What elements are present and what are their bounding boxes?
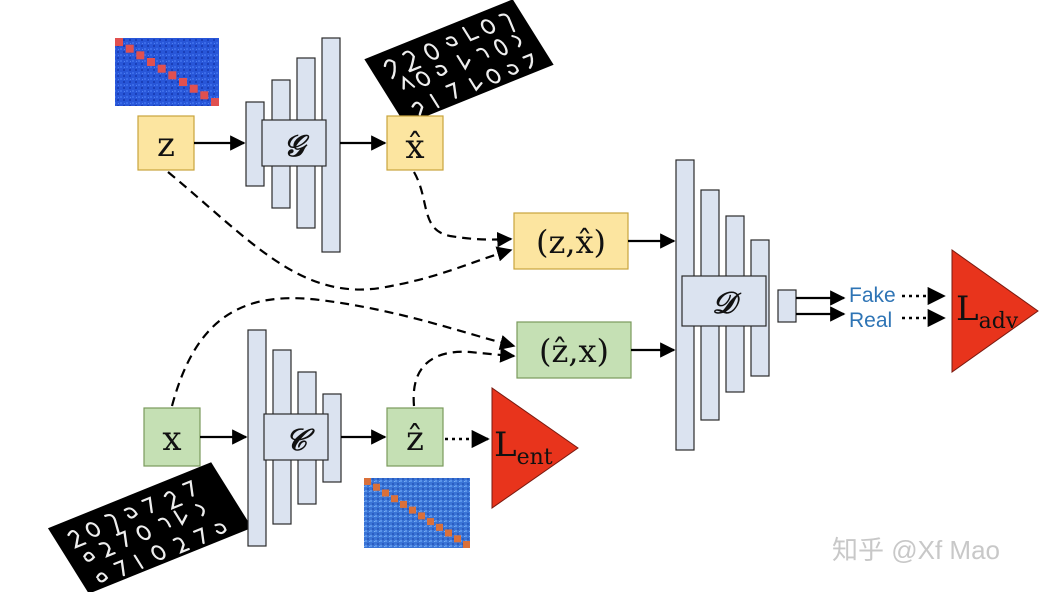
latent-stripe-cell	[115, 38, 123, 46]
generator-network	[245, 37, 341, 253]
latent-stripe-cell	[382, 489, 389, 497]
loss-ent-sub: ent	[517, 445, 553, 470]
node-xhat-box	[386, 115, 444, 171]
output-fake-label: Fake	[849, 284, 896, 307]
pair-zhat-x-label: (ẑ,x)	[539, 332, 609, 370]
latent-stripe-cell	[168, 71, 177, 80]
node-z-box	[137, 115, 195, 171]
node-xhat-label: x̂	[405, 127, 424, 167]
watermark: 知乎 @Xf Mao	[832, 535, 1000, 565]
latent-stripe-cell	[179, 78, 187, 86]
latent-stripe-cell	[445, 529, 452, 537]
node-zhat-box	[386, 407, 444, 467]
latent-stripe-cell	[200, 91, 209, 100]
latent-stripe-cell	[391, 495, 398, 503]
dashed-arrows	[167, 171, 516, 407]
latent-stripe-cell	[427, 518, 434, 526]
latent-stripe-cell	[147, 58, 155, 66]
latent-image-top	[115, 38, 219, 106]
loss-ent-label: Lent	[494, 425, 553, 470]
loss-adv-sub: adv	[979, 309, 1019, 334]
latent-stripe-cell	[400, 500, 407, 508]
loss-ent-triangle	[491, 387, 579, 509]
node-x-box	[143, 407, 201, 467]
latent-stripe-cell	[157, 64, 166, 73]
solid-arrows	[194, 135, 846, 445]
node-x-label: x	[162, 419, 181, 459]
discriminator-network	[675, 159, 797, 451]
loss-adv-triangle	[951, 249, 1039, 373]
pair-z-xhat-label: (z,x̂)	[536, 223, 606, 261]
latent-stripe-cell	[125, 44, 134, 53]
output-real-label: Real	[849, 309, 892, 332]
loss-adv-main: L	[956, 289, 979, 329]
loss-ent-main: L	[494, 425, 517, 465]
pair-zhat-x-box	[516, 321, 632, 379]
latent-stripe-cell	[189, 84, 198, 93]
latent-stripe-cell	[373, 483, 380, 491]
latent-stripe-cell	[136, 51, 145, 60]
latent-stripe-cell	[454, 535, 461, 543]
latent-stripe-cell	[211, 98, 219, 106]
node-z-label: z	[157, 125, 175, 165]
latent-image-bottom	[364, 478, 470, 548]
pair-z-xhat-box	[513, 212, 629, 270]
classifier-network	[247, 329, 342, 547]
dotted-arrows	[445, 286, 946, 449]
latent-stripe-cell	[436, 523, 443, 531]
latent-stripe-cell	[418, 512, 425, 520]
loss-adv-label: Ladv	[956, 289, 1019, 334]
latent-stripe-cell	[463, 541, 470, 548]
mnist-generated-image	[364, 0, 554, 125]
latent-stripe-cell	[409, 506, 416, 514]
latent-stripe-cell	[364, 478, 371, 485]
node-zhat-label: ẑ	[406, 419, 424, 459]
mnist-real-image	[47, 462, 253, 592]
